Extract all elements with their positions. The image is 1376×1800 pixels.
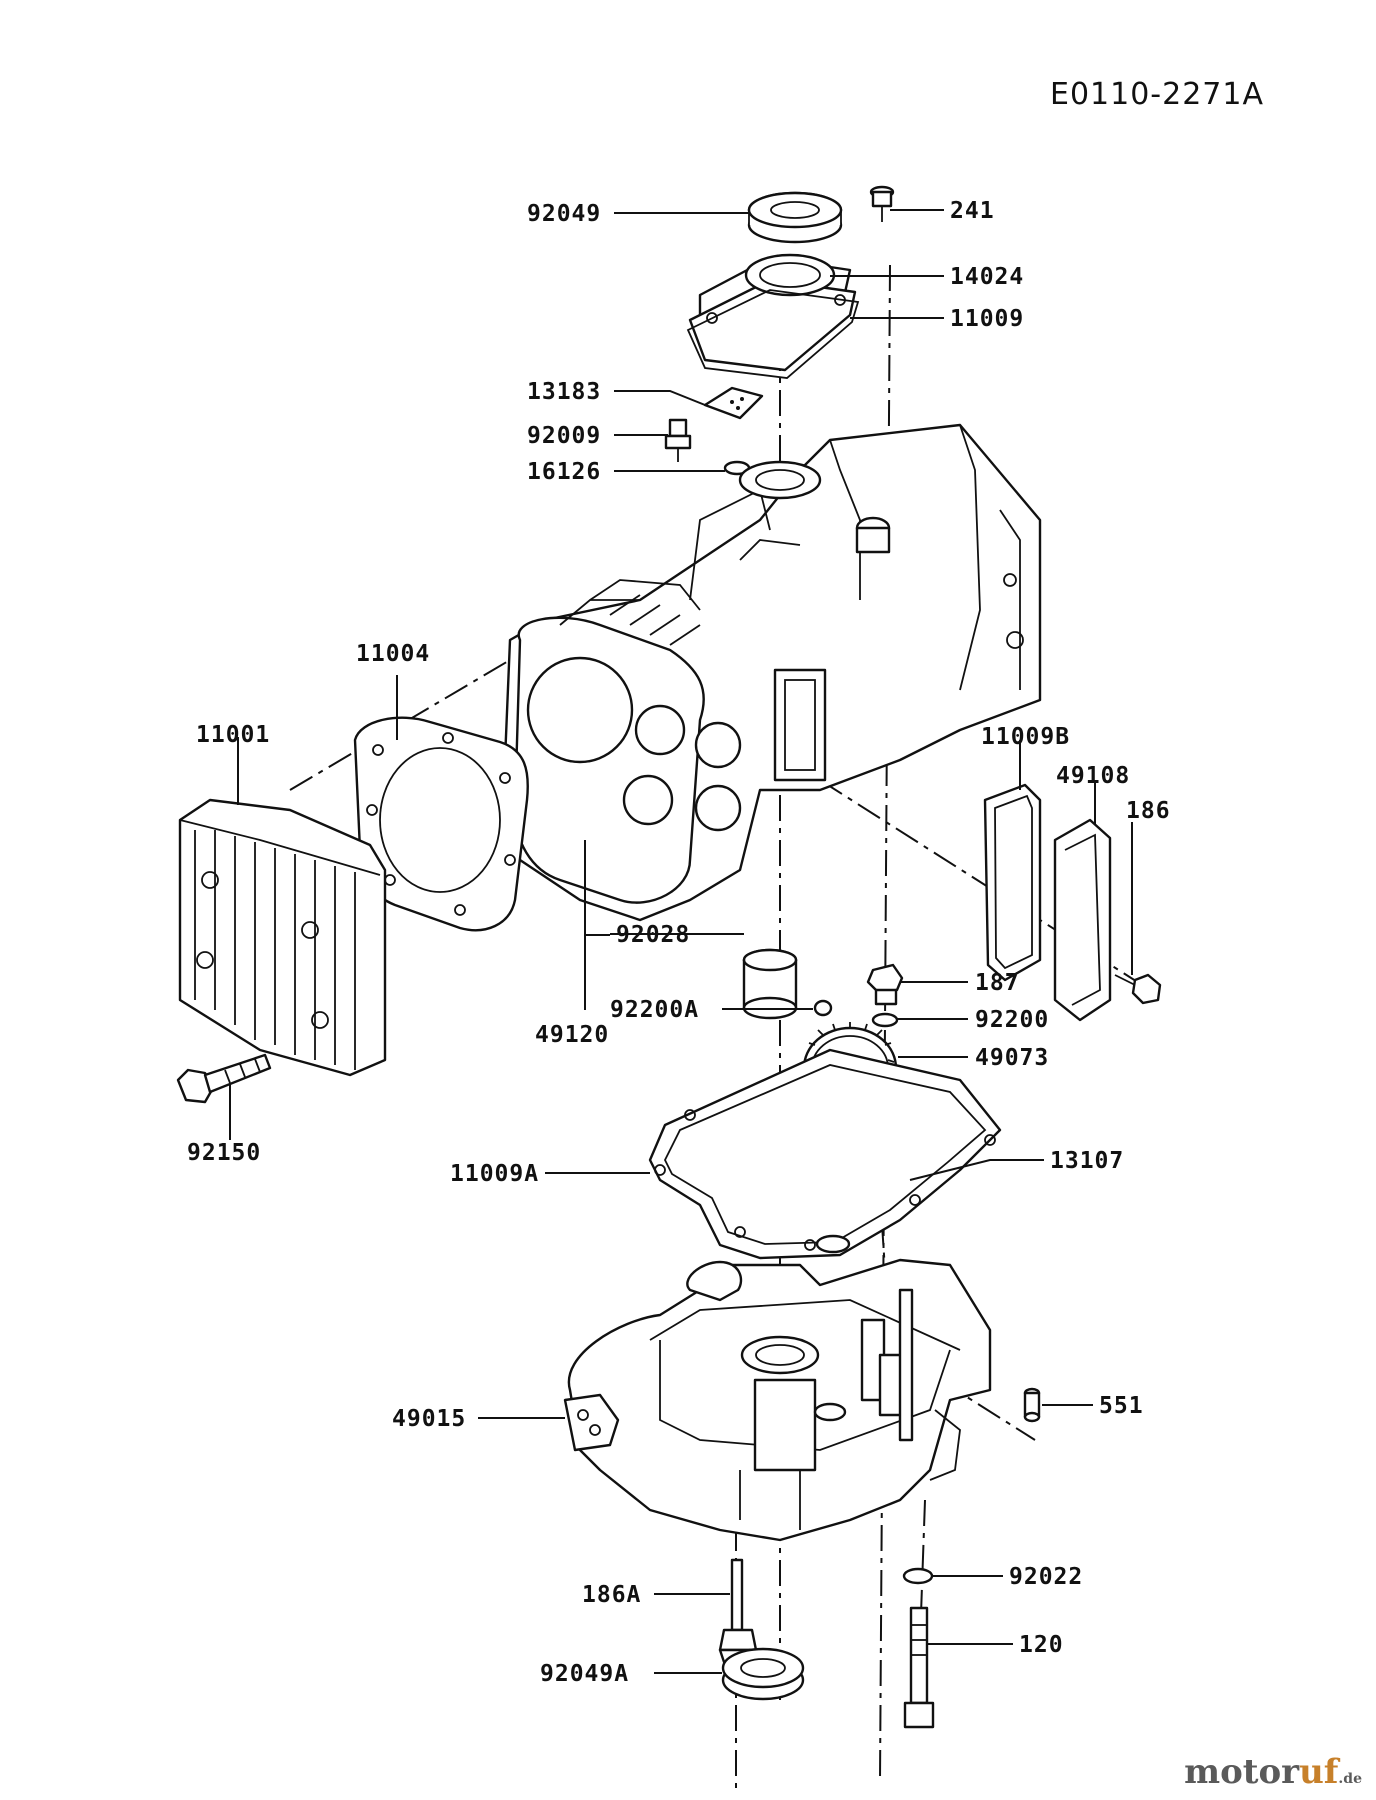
label-92009: 92009: [527, 423, 601, 449]
label-16126: 16126: [527, 459, 601, 485]
bolt-241-drawing: [869, 185, 895, 222]
cover-49108-drawing: [1053, 818, 1112, 1022]
label-92022: 92022: [1009, 1564, 1083, 1590]
label-92049: 92049: [527, 201, 601, 227]
breather-plate-13183-drawing: [703, 386, 764, 420]
gasket-11009A-drawing: [648, 1048, 1002, 1260]
label-186A: 186A: [582, 1582, 641, 1608]
bolt-92150-drawing: [176, 1053, 272, 1104]
label-49015: 49015: [392, 1406, 466, 1432]
leader-lines: [229, 209, 1133, 1674]
cover-14024-drawing: [688, 253, 857, 372]
label-92028: 92028: [616, 922, 690, 948]
washer-92022-drawing: [902, 1567, 934, 1585]
screw-92009-drawing: [664, 418, 692, 462]
label-187: 187: [975, 970, 1020, 996]
label-551: 551: [1099, 1393, 1144, 1419]
oil-seal-92049A-drawing: [721, 1647, 805, 1701]
label-13183: 13183: [527, 379, 601, 405]
bolt-120-drawing: [903, 1606, 935, 1729]
label-92200A: 92200A: [610, 997, 699, 1023]
watermark-part-2: uf: [1299, 1752, 1339, 1792]
watermark-logo: motoruf.de: [1184, 1752, 1362, 1792]
label-49108: 49108: [1056, 763, 1130, 789]
label-120: 120: [1019, 1632, 1064, 1658]
label-49073: 49073: [975, 1045, 1049, 1071]
watermark-part-3: .de: [1338, 1771, 1362, 1787]
gasket-11009B-drawing: [983, 783, 1042, 982]
bolt-186-drawing: [1114, 973, 1162, 1005]
diagram-code: E0110-2271A: [1050, 77, 1264, 112]
label-49120: 49120: [535, 1022, 609, 1048]
washer-92200A-drawing: [813, 999, 833, 1017]
gasket-11009-drawing: [686, 289, 860, 379]
label-11009B: 11009B: [981, 724, 1070, 750]
label-13107: 13107: [1050, 1148, 1124, 1174]
crankcase-49120-drawing: [503, 423, 1042, 922]
oil-seal-92049-drawing: [747, 191, 843, 244]
crankcase-cover-49015-drawing: [563, 1258, 992, 1542]
label-11004: 11004: [356, 641, 430, 667]
label-92150: 92150: [187, 1140, 261, 1166]
label-186: 186: [1126, 798, 1171, 824]
bushing-92028-drawing: [742, 948, 798, 1020]
plug-187-drawing: [866, 963, 904, 1006]
watermark-part-1: motor: [1184, 1752, 1300, 1792]
label-11009: 11009: [950, 306, 1024, 332]
bolt-186A-drawing: [718, 1558, 758, 1664]
cylinder-head-11001-drawing: [178, 798, 387, 1077]
label-92200: 92200: [975, 1007, 1049, 1033]
part-labels: 92049 241 14024 11009 13183 92009 16126 …: [187, 198, 1171, 1687]
washer-92200-drawing: [871, 1012, 899, 1028]
dowel-pin-551-drawing: [1023, 1387, 1041, 1423]
label-92049A: 92049A: [540, 1661, 629, 1687]
label-241: 241: [950, 198, 995, 224]
label-11009A: 11009A: [450, 1161, 539, 1187]
label-11001: 11001: [196, 722, 270, 748]
label-14024: 14024: [950, 264, 1024, 290]
